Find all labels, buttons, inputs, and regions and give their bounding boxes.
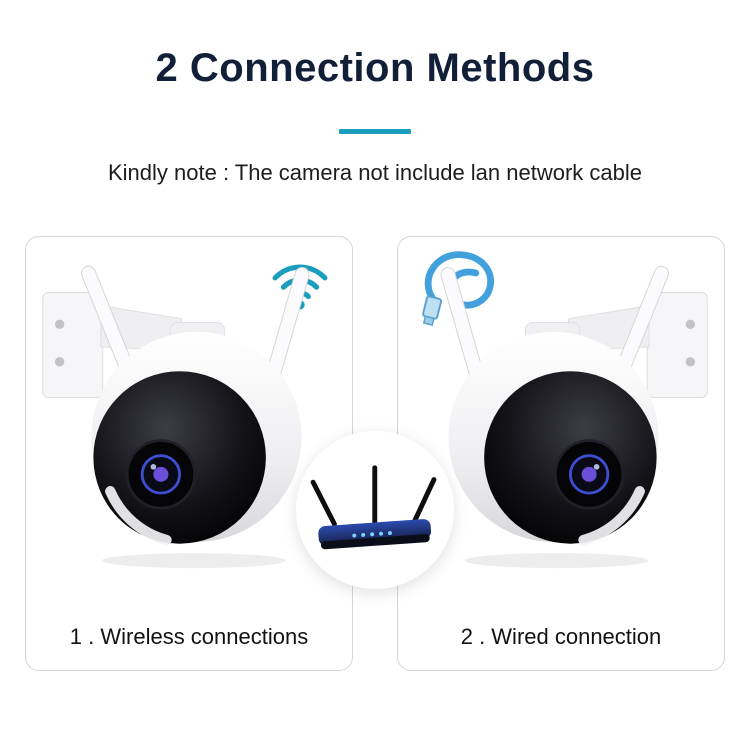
wifi-router-icon	[310, 465, 437, 550]
router-badge	[296, 431, 454, 589]
wired-label: 2 . Wired connection	[460, 624, 662, 649]
panel-wireless: 1 . Wireless connections	[25, 236, 353, 671]
wired-camera-photo	[411, 247, 711, 582]
connection-panels: 1 . Wireless connections	[0, 236, 750, 676]
wireless-label: 1 . Wireless connections	[69, 624, 309, 649]
panel-wired: 2 . Wired connection	[397, 236, 725, 671]
note-text: Kindly note : The camera not include lan…	[107, 160, 642, 185]
wireless-camera-photo	[39, 247, 339, 582]
title-divider	[339, 129, 411, 134]
page-title: 2 Connection Methods	[155, 46, 595, 90]
